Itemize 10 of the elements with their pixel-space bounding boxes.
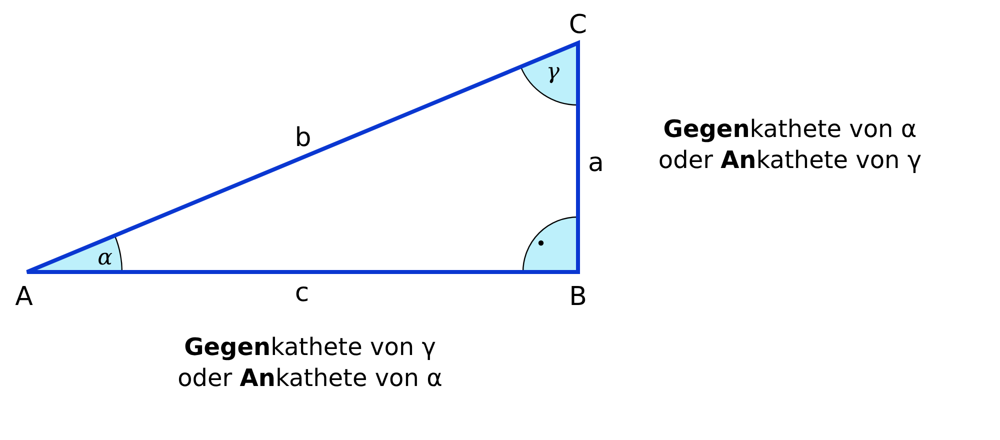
- vertex-label: B: [569, 282, 587, 312]
- angle-label: γ: [546, 60, 560, 84]
- side-label: a: [588, 148, 604, 178]
- angle-label: α: [98, 246, 112, 270]
- vertex-label: A: [15, 282, 33, 312]
- side-label: b: [294, 123, 312, 153]
- description-text: Gegenkathete von α oder Ankathete von γ: [657, 114, 923, 176]
- description-text: Gegenkathete von γ oder Ankathete von α: [176, 332, 444, 394]
- vertex-label: C: [568, 10, 588, 40]
- side-label: c: [294, 278, 310, 308]
